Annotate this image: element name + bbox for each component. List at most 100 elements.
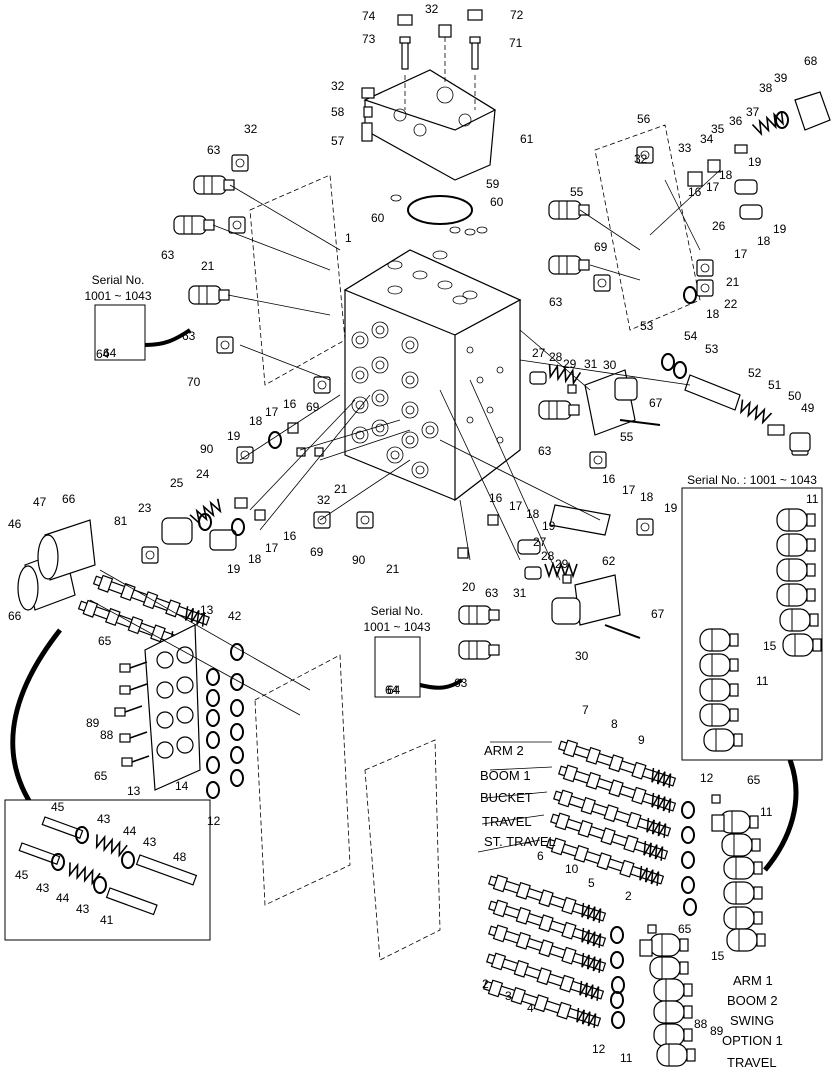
valve-body <box>343 249 522 502</box>
part-number-callout: 69 <box>594 240 608 254</box>
part-number-callout: 90 <box>200 442 214 456</box>
part-number-callout: 49 <box>801 401 815 415</box>
spool-label: BOOM 2 <box>727 993 778 1008</box>
part-number-callout: 64 <box>96 347 110 361</box>
part-number-callout: 48 <box>173 850 187 864</box>
part-number-callout: 13 <box>200 603 214 617</box>
spool-label: TRAVEL <box>482 814 532 829</box>
part-number-callout: 16 <box>602 472 616 486</box>
part-number-callout: 31 <box>513 586 527 600</box>
leader-lines <box>212 169 721 581</box>
part-number-callout: 69 <box>310 545 324 559</box>
part-number-callout: 17 <box>706 180 720 194</box>
part-number-callout: 89 <box>86 716 100 730</box>
part-number-callout: 63 <box>161 248 175 262</box>
part-number-callout: 32 <box>634 152 648 166</box>
serial-left-range: 1001 ~ 1043 <box>84 289 151 303</box>
part-number-callout: 69 <box>306 400 320 414</box>
spool-label: BUCKET <box>480 790 533 805</box>
part-number-callout: 32 <box>331 79 345 93</box>
spool-label: ST. TRAVEL <box>484 834 556 849</box>
part-number-callout: 38 <box>759 81 773 95</box>
serial-left-part: 64 <box>103 346 117 360</box>
spool-label: BOOM 1 <box>480 768 531 783</box>
gasket-plates <box>249 124 701 961</box>
part-number-callout: 43 <box>76 902 90 916</box>
part-number-callout: 43 <box>36 881 50 895</box>
serial-left-title: Serial No. <box>92 273 145 287</box>
part-number-callout: 19 <box>773 222 787 236</box>
part-number-callout: 81 <box>114 514 128 528</box>
part-number-callout: 19 <box>227 429 241 443</box>
part-number-callout: 63 <box>538 444 552 458</box>
part-number-callout: 33 <box>678 141 692 155</box>
part-number-callout: 7 <box>582 703 589 717</box>
spool-label: OPTION 1 <box>722 1033 783 1048</box>
upper-caps <box>711 794 766 952</box>
serial-box-right: Serial No. : 1001 ~ 1043 <box>681 473 823 761</box>
part-number-callout: 17 <box>265 541 279 555</box>
part-number-callout: 18 <box>706 307 720 321</box>
part-number-callout: 11 <box>760 805 773 819</box>
top-bolts <box>397 9 483 110</box>
part-number-callout: 29 <box>555 557 569 571</box>
part-number-callout: 61 <box>520 132 534 146</box>
part-number-callout: 24 <box>196 467 210 481</box>
part-number-callout: 43 <box>143 835 157 849</box>
detail-arrow-left <box>10 628 62 812</box>
small-parts-top <box>361 87 488 236</box>
part-number-callout: 12 <box>207 814 221 828</box>
part-number-callout: 11 <box>756 674 769 688</box>
part-number-callout: 14 <box>175 779 189 793</box>
part-number-callout: 60 <box>490 195 504 209</box>
part-number-callout: 18 <box>640 490 654 504</box>
part-number-callout: 17 <box>734 247 748 261</box>
part-number-callout: 64 <box>387 683 401 697</box>
part-number-callout: 9 <box>638 733 645 747</box>
part-number-callout: 71 <box>509 36 523 50</box>
serial-box-left: Serial No. 1001 ~ 1043 64 <box>84 273 192 361</box>
part-number-callout: 50 <box>788 389 802 403</box>
serial-box-bottom: Serial No. 1001 ~ 1043 64 <box>363 604 464 698</box>
part-number-callout: 11 <box>620 1051 633 1065</box>
serial-right-title: Serial No. : 1001 ~ 1043 <box>687 473 817 487</box>
small-fittings-right <box>457 363 611 584</box>
spool-label: SWING <box>730 1013 774 1028</box>
part-number-callout: 20 <box>462 580 476 594</box>
part-number-callout: 26 <box>712 219 726 233</box>
part-number-callout: 12 <box>592 1042 606 1056</box>
part-number-callout: 30 <box>575 649 589 663</box>
part-number-callout: 32 <box>425 2 439 16</box>
large-o-ring <box>407 195 473 225</box>
check-block-upper <box>584 369 661 436</box>
serial-bottom-range: 1001 ~ 1043 <box>363 620 430 634</box>
part-number-callout: 37 <box>746 105 760 119</box>
part-number-callout: 47 <box>33 495 47 509</box>
spool-labels-lower: ARM 1 BOOM 2 SWING OPTION 1 TRAVEL <box>722 973 783 1070</box>
part-number-callout: 3 <box>505 989 512 1003</box>
part-number-callout: 67 <box>649 396 663 410</box>
part-number-callout: 72 <box>510 8 524 22</box>
part-number-callout: 29 <box>563 357 577 371</box>
left-fittings <box>161 422 324 551</box>
upper-spool-set <box>477 737 678 888</box>
lower-spool-set <box>482 872 608 1030</box>
part-number-callout: 68 <box>804 54 818 68</box>
part-number-callout: 19 <box>227 562 241 576</box>
part-number-callout: 17 <box>622 483 636 497</box>
part-number-callout: 25 <box>170 476 184 490</box>
part-number-callout: 89 <box>710 1024 724 1038</box>
part-number-callout: 65 <box>98 634 112 648</box>
part-number-callout: 44 <box>56 891 70 905</box>
spool-label: ARM 1 <box>733 973 773 988</box>
part-number-callout: 16 <box>688 185 702 199</box>
left-cap-assembly <box>17 519 311 791</box>
part-number-callout: 55 <box>620 430 634 444</box>
part-number-callout: 8 <box>611 717 618 731</box>
part-number-callout: 58 <box>331 105 345 119</box>
part-number-callout: 44 <box>123 824 137 838</box>
part-number-callout: 32 <box>244 122 258 136</box>
part-number-callout: 19 <box>664 501 678 515</box>
lower-caps <box>639 924 696 1067</box>
